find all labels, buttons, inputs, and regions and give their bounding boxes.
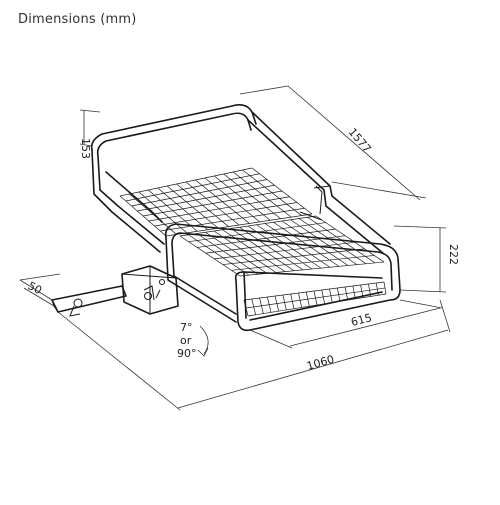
front-mesh-wire xyxy=(247,225,313,270)
front-mesh-wire xyxy=(239,226,304,271)
tilt-label-or: or xyxy=(180,334,192,347)
back-mesh-wire xyxy=(119,167,253,197)
front-mesh-wire xyxy=(179,215,317,237)
dim-label-50: 50 xyxy=(26,279,44,297)
front-mesh-wire xyxy=(256,224,322,269)
dim-label-1577: 1577 xyxy=(346,126,374,156)
front-mesh-wire xyxy=(214,241,355,260)
front-mesh-wire xyxy=(264,223,331,268)
diagram-title: Dimensions (mm) xyxy=(18,12,137,27)
back-mesh-wire xyxy=(142,190,283,217)
floor-mesh xyxy=(119,167,387,317)
back-mesh-wire xyxy=(160,207,305,232)
basket-frame xyxy=(90,104,401,332)
dimension-lines xyxy=(19,85,451,411)
front-mesh-wire xyxy=(222,229,286,272)
front-mesh-wire xyxy=(179,235,241,277)
front-mesh-wire xyxy=(197,228,336,248)
dim-label-1060: 1060 xyxy=(305,353,335,373)
front-mesh-wire xyxy=(196,233,259,275)
back-mesh-wire xyxy=(165,213,313,237)
front-step-mesh-wire xyxy=(245,287,386,309)
front-mesh-wire xyxy=(188,234,250,276)
tilt-label-angle-large: 90° xyxy=(177,347,197,360)
tilt-label-angle-small: 7° xyxy=(180,321,193,334)
front-mesh-wire xyxy=(231,255,375,271)
front-mesh-wire xyxy=(222,248,365,265)
back-mesh-wire xyxy=(137,184,275,212)
back-mesh-wire xyxy=(125,173,260,202)
dim-label-222: 222 xyxy=(447,244,460,265)
front-mesh-wire xyxy=(298,218,367,265)
front-mesh-wire xyxy=(281,220,349,266)
front-mesh-wire xyxy=(290,219,358,265)
back-mesh-wire xyxy=(148,196,290,222)
front-mesh-wire xyxy=(315,215,385,263)
dim-label-153: 153 xyxy=(79,138,92,159)
back-mesh-wire xyxy=(154,202,298,227)
back-mesh-wire xyxy=(131,179,268,207)
dim-label-615: 615 xyxy=(350,311,374,329)
front-step-mesh-wire xyxy=(243,281,385,301)
dimension-labels: 153 1577 222 50 615 1060 7° or 90° xyxy=(26,126,460,373)
tilt-arrow xyxy=(197,325,209,357)
front-mesh-wire xyxy=(205,231,268,274)
hitch-assembly xyxy=(51,265,179,317)
front-mesh-wire xyxy=(239,261,385,277)
front-mesh-wire xyxy=(230,228,295,272)
